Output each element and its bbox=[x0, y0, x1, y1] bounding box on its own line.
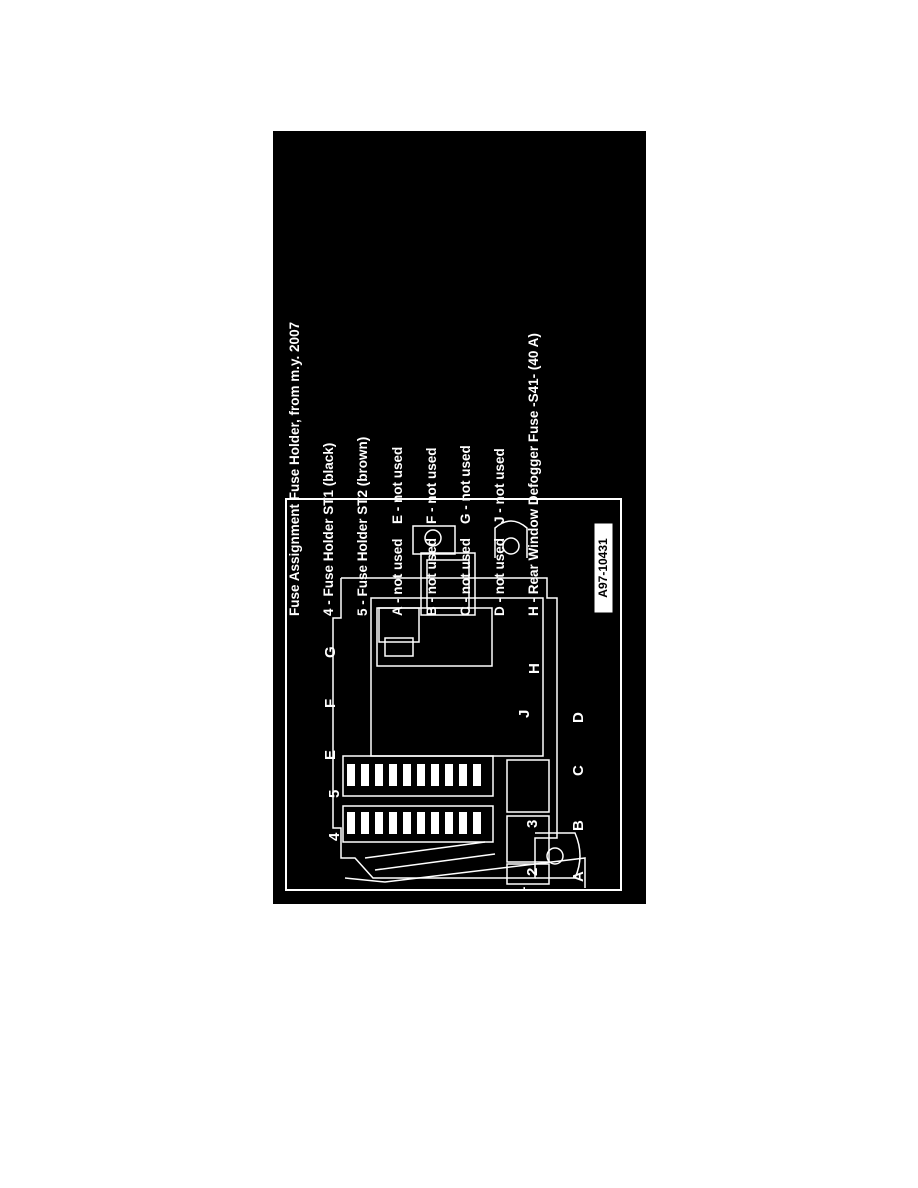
callout-c: C bbox=[570, 765, 587, 776]
callout-j: J bbox=[516, 710, 533, 718]
fuse-row-5 bbox=[347, 764, 481, 786]
mount-hole-top-right bbox=[502, 537, 520, 555]
control-unit-slot bbox=[384, 637, 414, 657]
fuse-holder-5 bbox=[342, 755, 494, 797]
callout-h: H bbox=[526, 663, 543, 674]
cable-duct bbox=[344, 857, 586, 888]
callout-3: 3 bbox=[524, 820, 541, 828]
callout-2: 2 bbox=[524, 868, 541, 876]
callout-b: B bbox=[570, 820, 587, 831]
figure-ref-tag: A97-10431 bbox=[594, 523, 613, 613]
callout-a: A bbox=[570, 871, 587, 882]
diagram-frame bbox=[285, 498, 622, 891]
relay-socket-2 bbox=[506, 815, 550, 863]
fuse-holder-diagram: A97-10431 bbox=[285, 498, 622, 891]
callout-4: 4 bbox=[326, 832, 343, 841]
fuse-holder-4 bbox=[342, 805, 494, 843]
callout-f: F bbox=[322, 699, 339, 708]
mount-hole-bottom bbox=[546, 847, 564, 865]
mount-lug-bottom bbox=[535, 832, 581, 879]
fuse-row-4 bbox=[347, 812, 481, 834]
connector-large-inner bbox=[426, 559, 470, 609]
callout-d: D bbox=[570, 712, 587, 723]
mount-lug-top-right bbox=[494, 520, 528, 558]
mount-lug-top-left bbox=[412, 525, 456, 555]
connector-small bbox=[378, 607, 420, 643]
callout-g: G bbox=[322, 646, 339, 658]
control-unit bbox=[370, 597, 544, 757]
housing-outline bbox=[332, 577, 558, 879]
relay-socket-1 bbox=[506, 863, 550, 885]
connector-large bbox=[420, 552, 476, 616]
callout-5: 5 bbox=[326, 790, 343, 798]
mount-hole-top-left bbox=[424, 529, 442, 547]
control-unit-inner bbox=[376, 607, 493, 667]
figure-panel: Fuse Assignment Fuse Holder, from m.y. 2… bbox=[273, 131, 646, 904]
callout-e: E bbox=[322, 750, 339, 760]
relay-socket-3 bbox=[506, 759, 550, 813]
figure-ref-text: A97-10431 bbox=[596, 538, 610, 598]
callout-1: 1 bbox=[512, 887, 529, 891]
